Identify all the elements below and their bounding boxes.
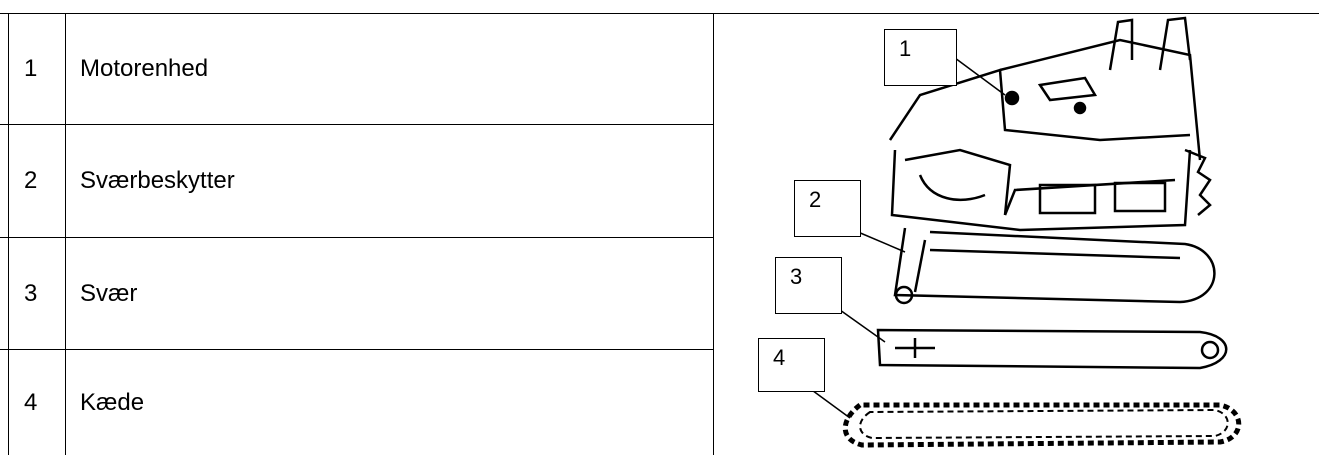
part-number: 1 [24,55,38,82]
table-top-border [0,13,1319,14]
callout-4: 4 [758,338,825,392]
table-left-border [8,13,9,455]
row-divider [0,237,713,238]
bar-guard-drawing [893,227,1216,305]
callout-1: 1 [884,29,957,86]
chain-drawing [842,402,1242,448]
part-label: Kæde [80,388,145,416]
row-divider [0,124,713,125]
row-divider [0,349,713,350]
part-number: 2 [24,167,38,194]
column-divider [65,13,66,455]
motor-unit-drawing [888,16,1212,232]
part-number: 3 [24,279,38,307]
guide-bar-drawing [876,328,1228,370]
part-label: Sværbeskytter [80,167,235,194]
column-divider [713,13,714,455]
part-label: Motorenhed [80,55,209,82]
part-label: Svær [80,279,138,307]
leader-line [839,309,886,343]
leader-line [954,57,1006,96]
leader-line [857,231,906,253]
callout-3: 3 [775,257,842,314]
part-number: 4 [24,388,38,416]
callout-2: 2 [794,180,861,237]
